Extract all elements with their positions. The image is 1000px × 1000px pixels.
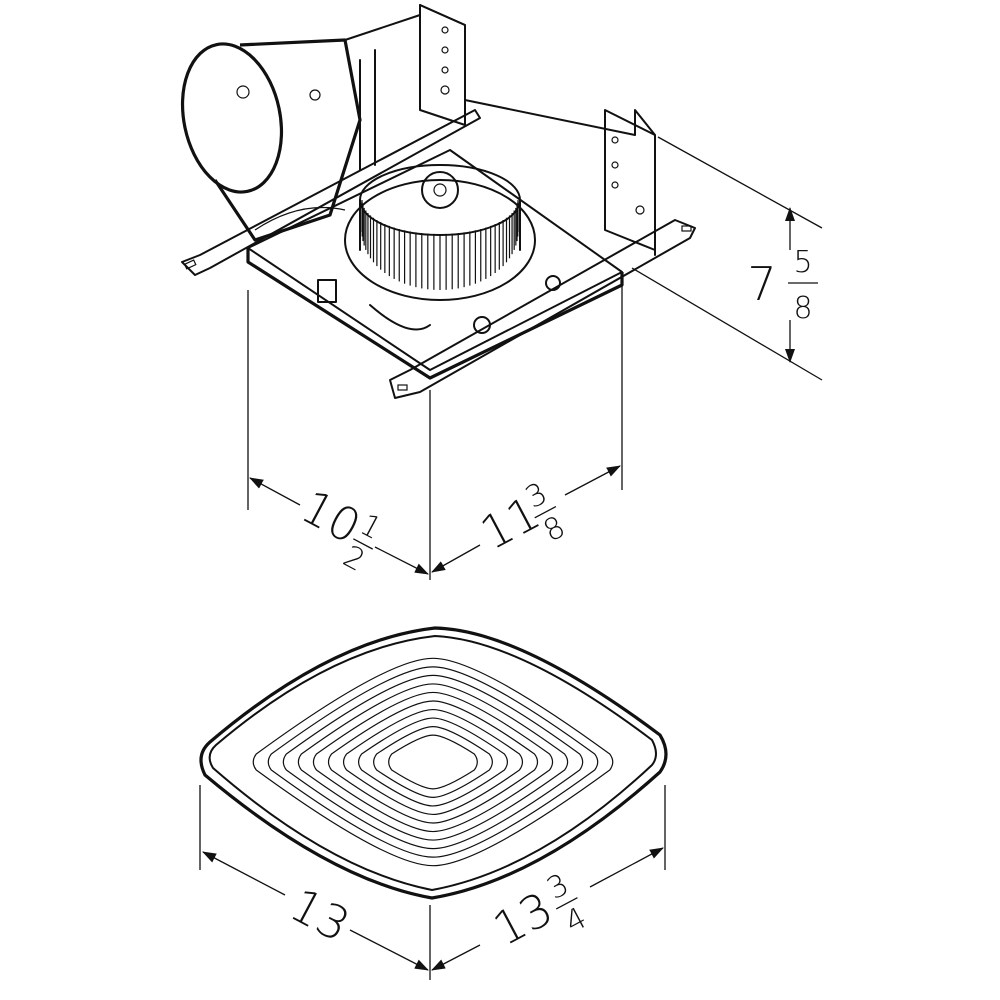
grille-ridge xyxy=(373,726,493,798)
grille-extension-lines xyxy=(199,785,666,980)
grille xyxy=(199,626,668,900)
hanger-bar-left xyxy=(181,109,481,276)
duct-connector xyxy=(180,38,362,242)
height-dimension: 7 5 8 xyxy=(747,207,818,363)
electrical-box xyxy=(317,279,337,303)
grille-ridge xyxy=(327,700,539,824)
height-denominator: 8 xyxy=(793,291,812,326)
grille-depth-dimension: 13 xyxy=(202,851,429,971)
grille-width-denominator: 4 xyxy=(559,901,592,941)
grille-ridge xyxy=(312,691,554,833)
housing-width-dimension: 11 3 8 xyxy=(431,465,621,573)
fan-housing xyxy=(180,4,696,399)
grille-ridge xyxy=(358,717,508,807)
mounting-bracket-right xyxy=(604,109,656,251)
grille-ridge xyxy=(388,734,478,790)
mounting-bracket-back xyxy=(419,4,466,126)
receptacle xyxy=(473,316,491,334)
height-whole: 7 xyxy=(747,257,776,311)
height-numerator: 5 xyxy=(793,245,812,280)
housing-depth-dimension: 10 1 2 xyxy=(249,477,429,579)
grille-ridge xyxy=(267,666,599,858)
grille-ridge xyxy=(297,683,569,841)
grille-width-dimension: 13 3 4 xyxy=(431,847,664,971)
grille-ridge xyxy=(342,708,524,816)
housing-width-denominator: 8 xyxy=(538,509,571,549)
grille-depth-whole: 13 xyxy=(281,877,358,952)
grille-ridge xyxy=(282,674,584,850)
hanger-bar-right xyxy=(389,219,696,399)
grille-ridge xyxy=(252,657,614,867)
grille-ridges xyxy=(252,657,614,867)
blower-wheel xyxy=(344,164,536,301)
